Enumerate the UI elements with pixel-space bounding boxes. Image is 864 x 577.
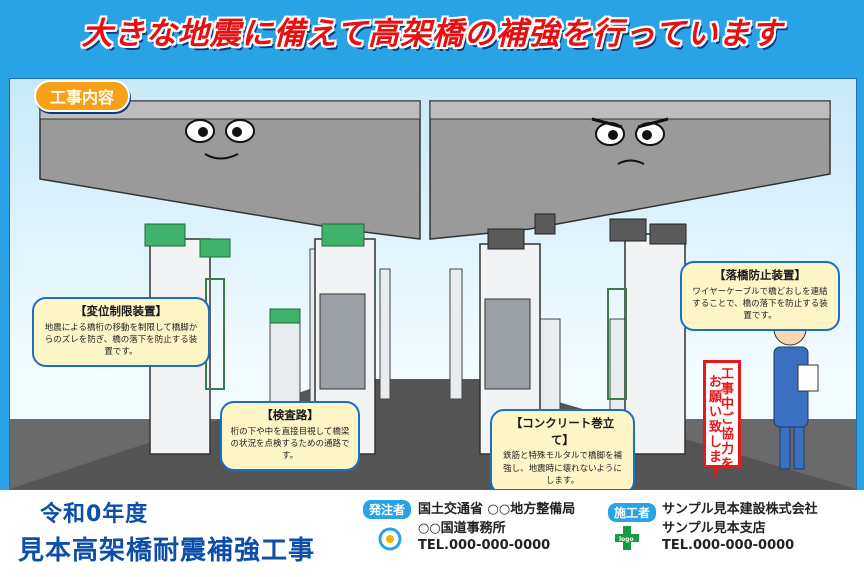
- headline: 大きな地震に備えて高架橋の補強を行っています: [81, 16, 783, 52]
- mlit-logo-icon: [378, 527, 402, 551]
- orderer-tel: TEL.000-000-0000: [418, 538, 551, 553]
- restrainer-device-2: [199, 238, 231, 258]
- orderer-line-1: 国土交通省 ○○地方整備局: [418, 502, 576, 517]
- restrainer-device-4: [269, 308, 301, 324]
- left-bridge-deck: [39, 100, 421, 240]
- fall-prevention-device-3: [609, 218, 647, 242]
- orderer-badge: 発注者: [363, 500, 412, 519]
- right-bridge-deck: [429, 100, 831, 240]
- right-deck-top: [429, 100, 831, 120]
- contractor-cross-logo-icon: [615, 526, 639, 550]
- orderer-line-2: ○○国道事務所: [418, 521, 506, 536]
- sign-line-1: 工事中ご協力を: [720, 367, 734, 472]
- left-deck-top: [39, 100, 421, 120]
- pier-far-3: [379, 268, 391, 400]
- project-name: 見本高架橋耐震補強工事: [18, 536, 316, 566]
- callout-concrete-jacketing: コンクリート巻立て 鉄筋と特殊モルタルで橋脚を補強し、地震時に壊れないようにしま…: [490, 409, 635, 489]
- concrete-jacket-grid-right: [484, 298, 531, 390]
- callout-displacement-restrainer: 変位制限装置 地震による橋桁の移動を制限して橋脚からのズレを防ぎ、橋の落下を防止…: [32, 297, 210, 367]
- smile: [204, 153, 239, 160]
- contractor-line-2: サンプル見本支店: [662, 521, 766, 536]
- restrainer-device-3: [321, 223, 365, 247]
- contractor-logo-text: logo: [619, 536, 634, 543]
- restrainer-device-1: [144, 223, 186, 247]
- fall-prevention-device-2: [534, 213, 556, 235]
- angry-brows: [591, 117, 669, 129]
- viaduct-illustration: 変位制限装置 地震による橋桁の移動を制限して橋脚からのズレを防ぎ、橋の落下を防止…: [9, 78, 857, 490]
- pier-far-4: [449, 268, 463, 400]
- sign-line-2: お願い致します: [708, 375, 722, 480]
- contractor-badge: 施工者: [608, 503, 657, 522]
- pier-right-front: [624, 233, 686, 455]
- worker-clipboard: [797, 364, 819, 392]
- footer-panel: 令和0年度 見本高架橋耐震補強工事 発注者 国土交通省 ○○地方整備局 ○○国道…: [0, 490, 864, 577]
- cooperation-sign: 工事中ご協力を お願い致します: [703, 360, 741, 480]
- contractor-line-1: サンプル見本建設株式会社: [662, 502, 818, 517]
- inspection-ladder-right: [607, 288, 627, 400]
- callout-inspection-path: 検査路 桁の下や中を直接目視して橋梁の状況を点検するための通路です。: [220, 401, 360, 471]
- concrete-jacket-grid-left: [319, 293, 366, 390]
- contractor-tel: TEL.000-000-0000: [662, 538, 795, 553]
- callout-fall-prevention: 落橋防止装置 ワイヤーケーブルで橋どおしを連結することで、橋の落下を防止する装置…: [680, 261, 840, 331]
- fall-prevention-device-4: [649, 223, 687, 245]
- section-tag: 工事内容: [34, 80, 131, 112]
- project-year: 令和0年度: [40, 502, 149, 527]
- fall-prevention-device-1: [487, 228, 525, 250]
